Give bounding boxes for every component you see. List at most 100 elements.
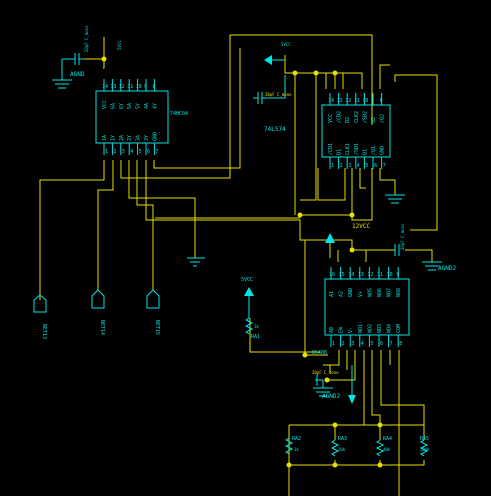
vcc-5v-dg408-label: 5VCC [241, 277, 253, 283]
chip-dg408-pin-number: 6 [380, 341, 383, 347]
chip-74ls74-pin-number: 11 [354, 98, 360, 104]
vcc-5v-ls74-label: 5VCC [281, 42, 291, 47]
vcc-12v: 12VCC [325, 223, 370, 243]
chip-dg408-pin-number: 10 [387, 272, 393, 278]
chip-74hc04-pin-label: 2Y [127, 135, 133, 141]
chip-74ls74-pin-number: 13 [337, 98, 343, 104]
junction-dots [101, 56, 383, 468]
chip-dg408-pin-label: A2 [339, 291, 345, 297]
capacitor-c3: 20pF C_mono [394, 223, 405, 256]
chip-74hc04-pin-number: 11 [127, 84, 133, 90]
resistor-ra2-value: 1k [294, 447, 299, 452]
chip-74ls74-pin-label: D2 [345, 117, 351, 123]
resistor-ra4-value: 40k [383, 447, 391, 452]
chip-dg408-pin-number: 4 [361, 341, 364, 347]
chip-74ls74-pin-number: 5 [365, 163, 368, 169]
vcc-5v-top-label: 5VCC [117, 40, 122, 50]
chip-dg408-pin-number: 11 [377, 272, 383, 278]
chip-74hc04-pin-label: 1Y [110, 135, 116, 141]
chip-74hc04-pin-label: 6Y [119, 103, 125, 109]
chip-74ls74-pin-number: 1 [331, 163, 334, 169]
resistor-ra5-ref: RA5 [420, 436, 429, 442]
net-port-net15-label: NET15 [154, 320, 160, 335]
ground-agnd2-right: AGND2 [422, 261, 456, 272]
ground-agnd-label: AGND [70, 71, 85, 78]
chip-dg408-pins: 16A11A015A22EN14GND3V-13V+4NO112NO55NO21… [329, 267, 402, 347]
chip-74ls74-name: 74LS74 [264, 126, 286, 133]
wires [39, 34, 438, 496]
chip-dg408-pin-label: NO5 [367, 288, 373, 297]
chip-74ls74-pin-label: Q2 [371, 117, 377, 123]
chip-74hc04-pin-label: 6A [110, 103, 116, 109]
vcc-12v-label: 12VCC [352, 223, 370, 230]
chip-74hc04-pin-label: GND [152, 132, 158, 141]
chip-74ls74-pin-label: Q1 [362, 149, 368, 155]
capacitor-c1: 20pF C_mono [62, 25, 89, 65]
chip-dg408-pin-number: 15 [339, 272, 345, 278]
chip-74hc04-pin-label: 1A [102, 135, 108, 141]
chip-74hc04-pin-number: 6 [147, 149, 150, 155]
chip-74ls74-pin-label: /SD2 [362, 111, 368, 123]
vcc-5v-dg408: 5VCC [241, 277, 254, 318]
chip-74hc04: 14VCC11A136A21Y126Y32A115A42Y105Y53A94A6… [95, 79, 188, 155]
resistor-ra1-ref: RA1 [251, 334, 260, 340]
ground-agnd2-right-label: AGND2 [438, 265, 456, 272]
chip-74hc04-pin-number: 14 [102, 84, 108, 90]
ground-ls74 [385, 194, 405, 204]
chip-74hc04-pin-label: 5Y [136, 103, 142, 109]
chip-74ls74-pin-label: /Q1 [371, 146, 377, 155]
chip-dg408-pin-number: 16 [329, 272, 335, 278]
resistor-ra1-value: 1k [254, 324, 259, 329]
chip-dg408-pin-number: 1 [332, 341, 335, 347]
chip-74hc04-pins: 14VCC11A136A21Y126Y32A115A42Y105Y53A94A6… [102, 79, 158, 155]
resistor-ra5-value: 200k [420, 447, 430, 452]
resistor-ra3-value: 20k [338, 447, 346, 452]
vcc-5v-ls74: 5VCC [264, 42, 291, 65]
chip-74hc04-pin-number: 9 [144, 84, 147, 90]
chip-74hc04-pin-label: 4A [144, 103, 150, 109]
chip-74ls74-pin-number: 8 [380, 98, 383, 104]
chip-74hc04-name: 74HC04 [170, 111, 188, 117]
chip-74ls74-pin-number: 12 [345, 98, 351, 104]
chip-74hc04-pin-label: 3Y [144, 135, 150, 141]
chip-dg408-pin-number: 2 [342, 341, 345, 347]
ground-hc04 [187, 257, 205, 267]
chip-74ls74-pin-label: /CD2 [337, 111, 343, 123]
chip-dg408-pin-label: NO2 [367, 324, 373, 333]
chip-74ls74-pin-number: 10 [362, 98, 368, 104]
chip-dg408-pin-number: 13 [358, 272, 364, 278]
chip-74ls74-pin-number: 2 [340, 163, 343, 169]
capacitor-c3-label: 20pF C_mono [400, 223, 405, 250]
chip-74ls74-pins: 14VCC1/CD113/CD22D112D23CLK111CLK24/SD11… [328, 93, 386, 169]
chip-74hc04-pin-number: 4 [130, 149, 133, 155]
chip-74hc04-pin-number: 1 [105, 149, 108, 155]
vcc-5v-top: 5VCC [117, 40, 122, 50]
net-port-net14: NET14 [91, 289, 105, 335]
chip-74ls74-pin-number: 7 [383, 163, 386, 169]
chip-dg408-pin-label: GND [348, 288, 354, 297]
chip-dg408-pin-label: V+ [358, 291, 364, 297]
resistor-ra4-ref: RA4 [383, 436, 392, 442]
chip-dg408-pin-number: 3 [351, 341, 354, 347]
resistor-ra3-ref: RA3 [338, 436, 347, 442]
capacitor-c2: 20pF C_mono [253, 75, 292, 104]
resistor-ra2: RA2 1k [284, 436, 301, 455]
ground-agnd: AGND [52, 59, 85, 89]
net-port-net15: NET15 [146, 289, 160, 335]
chip-dg408-pin-number: 14 [348, 272, 354, 278]
resistor-ra2-ref: RA2 [292, 436, 301, 442]
chip-74hc04-pin-label: 5A [127, 103, 133, 109]
chip-74hc04-pin-label: VCC [102, 100, 108, 109]
chip-dg408-pin-label: V- [348, 327, 354, 333]
chip-74ls74-pin-label: CLK1 [345, 143, 351, 155]
capacitor-c4-label: 20pF C_mono [312, 370, 339, 375]
net-port-net13: NET13 [33, 294, 47, 339]
chip-dg408-pin-label: NO7 [387, 288, 393, 297]
resistor-ra5: RA5 200k [419, 436, 430, 457]
chip-dg408-pin-label: COM [396, 324, 402, 333]
chip-74ls74-pin-label: GND [380, 146, 386, 155]
chip-74ls74-pin-number: 14 [328, 98, 334, 104]
chip-dg408-pin-label: NO4 [387, 324, 393, 333]
capacitor-c4: 20pF C_mono [312, 370, 339, 386]
